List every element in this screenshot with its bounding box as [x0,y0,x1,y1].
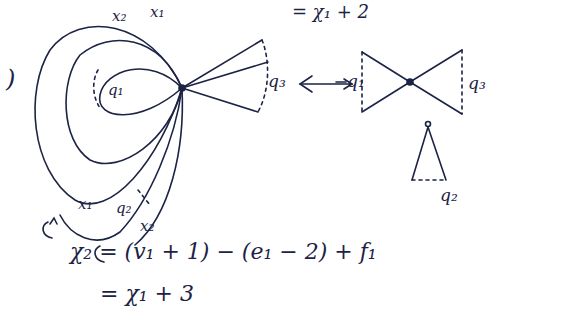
surface-drawing [35,26,462,262]
vertex-label: q₃ [268,72,286,91]
vertex-label: q₂ [116,200,132,217]
vertex-label: q₁ [347,72,365,91]
curve-label: x₂ [140,218,154,235]
curve-label: x₁ [78,196,92,213]
bracket-mark: ) [6,66,15,92]
equation-fragment: = χ₁ + 2 [292,2,369,22]
curve-label: x₂ [112,8,126,25]
vertex-label: q₃ [468,74,486,93]
curve-label: x₁ [150,4,164,21]
vertex-label: q₂ [440,186,458,205]
equation: χ₂ = (v₁ + 1) − (e₁ − 2) + f₁ [70,240,377,264]
equation: = χ₁ + 3 [100,282,194,306]
vertex-label: q₁ [108,82,124,99]
